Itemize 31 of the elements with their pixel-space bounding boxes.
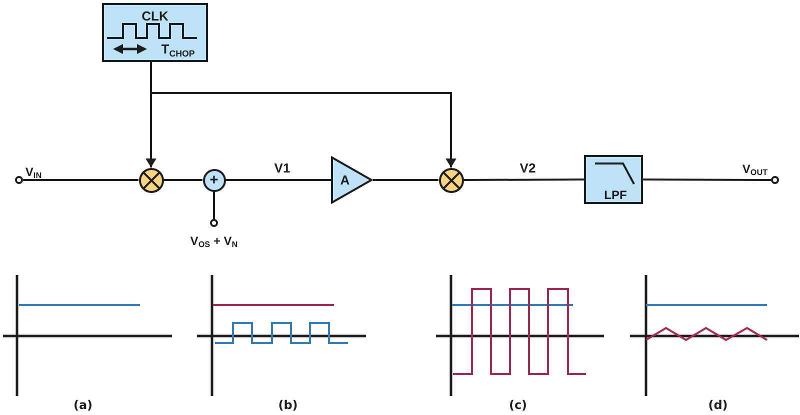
filter-block bbox=[584, 155, 643, 204]
summing-junction bbox=[202, 168, 226, 192]
amplifier-symbol bbox=[331, 156, 373, 204]
block-title: CLK bbox=[142, 10, 168, 22]
plot-caption: (d) bbox=[708, 399, 728, 411]
signal-line bbox=[464, 178, 584, 181]
mixer-icon bbox=[138, 168, 164, 192]
signal-label: V$_{OS}$ + V$_{N}$ bbox=[190, 234, 238, 248]
clock-block bbox=[102, 3, 208, 62]
terminal-icon bbox=[771, 176, 779, 184]
gain-label: A bbox=[340, 174, 350, 186]
signal-line bbox=[213, 192, 215, 219]
plot-caption: (a) bbox=[73, 399, 93, 411]
block-label: LPF bbox=[604, 189, 627, 201]
signal-line bbox=[23, 179, 138, 181]
signal-line bbox=[373, 179, 438, 181]
signal-line bbox=[164, 179, 202, 181]
signal-label: V$_{IN}$ bbox=[25, 166, 42, 178]
edge-label: V2 bbox=[518, 161, 537, 174]
signal-line bbox=[226, 179, 331, 181]
edge-label: V1 bbox=[273, 162, 292, 174]
plot-caption: (c) bbox=[508, 399, 528, 411]
operator-symbol: + bbox=[210, 172, 218, 188]
period-label: T$_{CHOP}$ bbox=[161, 42, 195, 56]
arrow bbox=[150, 62, 456, 168]
terminal-icon bbox=[210, 219, 218, 227]
plot-caption: (b) bbox=[278, 399, 298, 411]
mixer-icon bbox=[438, 168, 464, 192]
signal-line bbox=[643, 178, 771, 181]
terminal-icon bbox=[15, 176, 23, 184]
signal-label: V$_{OUT}$ bbox=[742, 162, 768, 176]
